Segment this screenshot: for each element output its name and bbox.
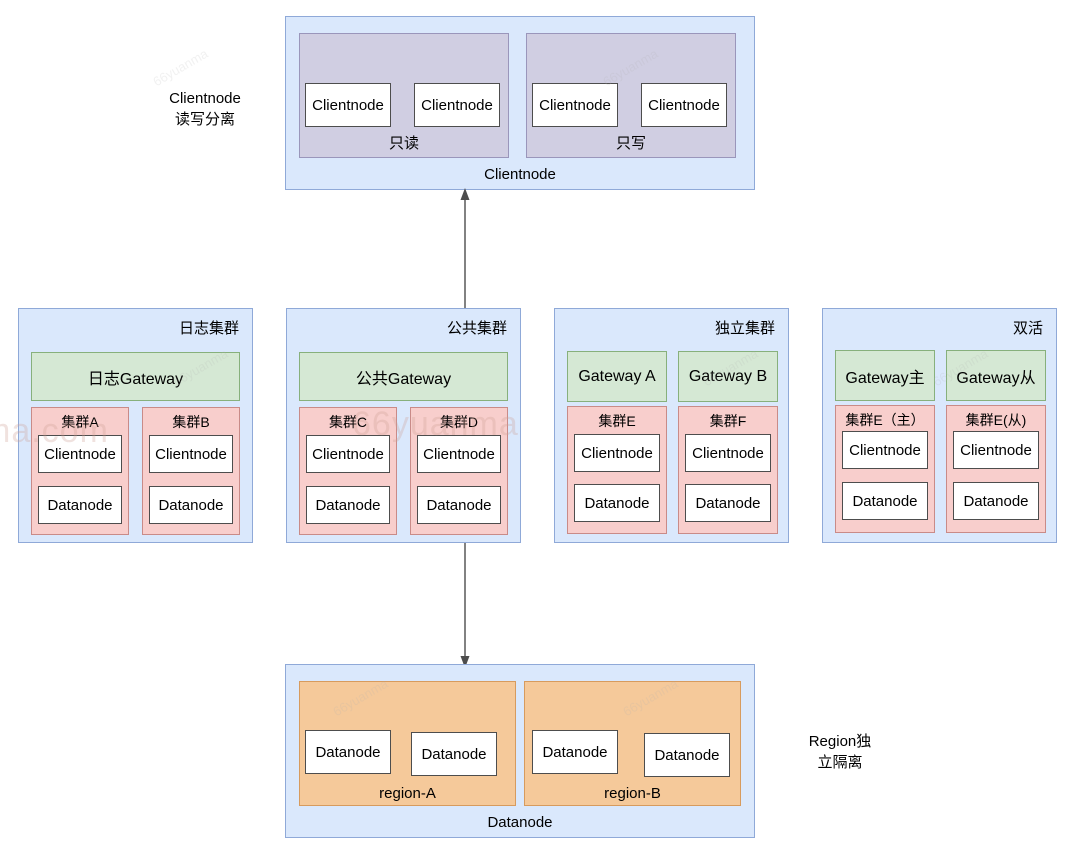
group-label-region-a: region-A (379, 785, 436, 802)
cluster-node-clientnode: Clientnode (306, 435, 390, 473)
datanode-node: Datanode (532, 730, 618, 774)
cluster-title: 集群E（主） (845, 412, 925, 428)
cluster-node-clientnode: Clientnode (149, 435, 233, 473)
cluster-node-datanode: Datanode (953, 482, 1039, 520)
note-region-isolation: Region独 立隔离 (775, 731, 905, 773)
clientnode-node: Clientnode (305, 83, 391, 127)
datanode-node: Datanode (644, 733, 730, 777)
cluster-node-clientnode: Clientnode (574, 434, 660, 472)
gateway-b: Gateway B (678, 351, 778, 402)
panel-title-independent: 独立集群 (714, 320, 775, 337)
cluster-node-datanode: Datanode (306, 486, 390, 524)
note-line-1: Region独 (808, 733, 872, 750)
gateway-log: 日志Gateway (31, 352, 240, 401)
cluster-title: 集群A (61, 414, 99, 430)
note-line-1: Clientnode (169, 90, 241, 107)
cluster-title: 集群E (598, 413, 636, 429)
cluster-node-datanode: Datanode (842, 482, 928, 520)
cluster-node-clientnode: Clientnode (685, 434, 771, 472)
clientnode-panel-footer: Clientnode (484, 166, 556, 183)
group-label-readonly: 只读 (388, 135, 419, 152)
cluster-node-clientnode: Clientnode (38, 435, 122, 473)
cluster-title: 集群C (328, 414, 368, 430)
gateway-a: Gateway A (567, 351, 667, 402)
gateway-slave: Gateway从 (946, 350, 1046, 401)
panel-title-dual-active: 双活 (1012, 320, 1043, 337)
cluster-title: 集群F (709, 413, 747, 429)
cluster-node-datanode: Datanode (685, 484, 771, 522)
cluster-node-clientnode: Clientnode (842, 431, 928, 469)
gateway-public: 公共Gateway (299, 352, 508, 401)
arrow-down-to-datanode (460, 538, 470, 668)
cluster-node-clientnode: Clientnode (417, 435, 501, 473)
panel-title-public: 公共集群 (446, 320, 507, 337)
cluster-title: 集群D (439, 414, 479, 430)
datanode-panel-footer: Datanode (487, 814, 553, 831)
clientnode-node: Clientnode (532, 83, 618, 127)
cluster-node-clientnode: Clientnode (953, 431, 1039, 469)
cluster-node-datanode: Datanode (38, 486, 122, 524)
panel-title-log: 日志集群 (178, 320, 239, 337)
arrow-up-to-clientnode (460, 188, 470, 310)
note-line-2: 立隔离 (817, 754, 863, 771)
gateway-master: Gateway主 (835, 350, 935, 401)
cluster-title: 集群B (172, 414, 210, 430)
datanode-node: Datanode (411, 732, 497, 776)
cluster-node-datanode: Datanode (149, 486, 233, 524)
cluster-node-datanode: Datanode (574, 484, 660, 522)
cluster-node-datanode: Datanode (417, 486, 501, 524)
note-line-2: 读写分离 (174, 111, 235, 128)
group-label-region-b: region-B (604, 785, 661, 802)
clientnode-node: Clientnode (641, 83, 727, 127)
clientnode-node: Clientnode (414, 83, 500, 127)
group-label-writeonly: 只写 (615, 135, 646, 152)
datanode-node: Datanode (305, 730, 391, 774)
note-clientnode-rw-separation: Clientnode 读写分离 (140, 88, 270, 130)
watermark: 66yuanma (150, 45, 211, 90)
cluster-title: 集群E(从) (965, 412, 1027, 428)
